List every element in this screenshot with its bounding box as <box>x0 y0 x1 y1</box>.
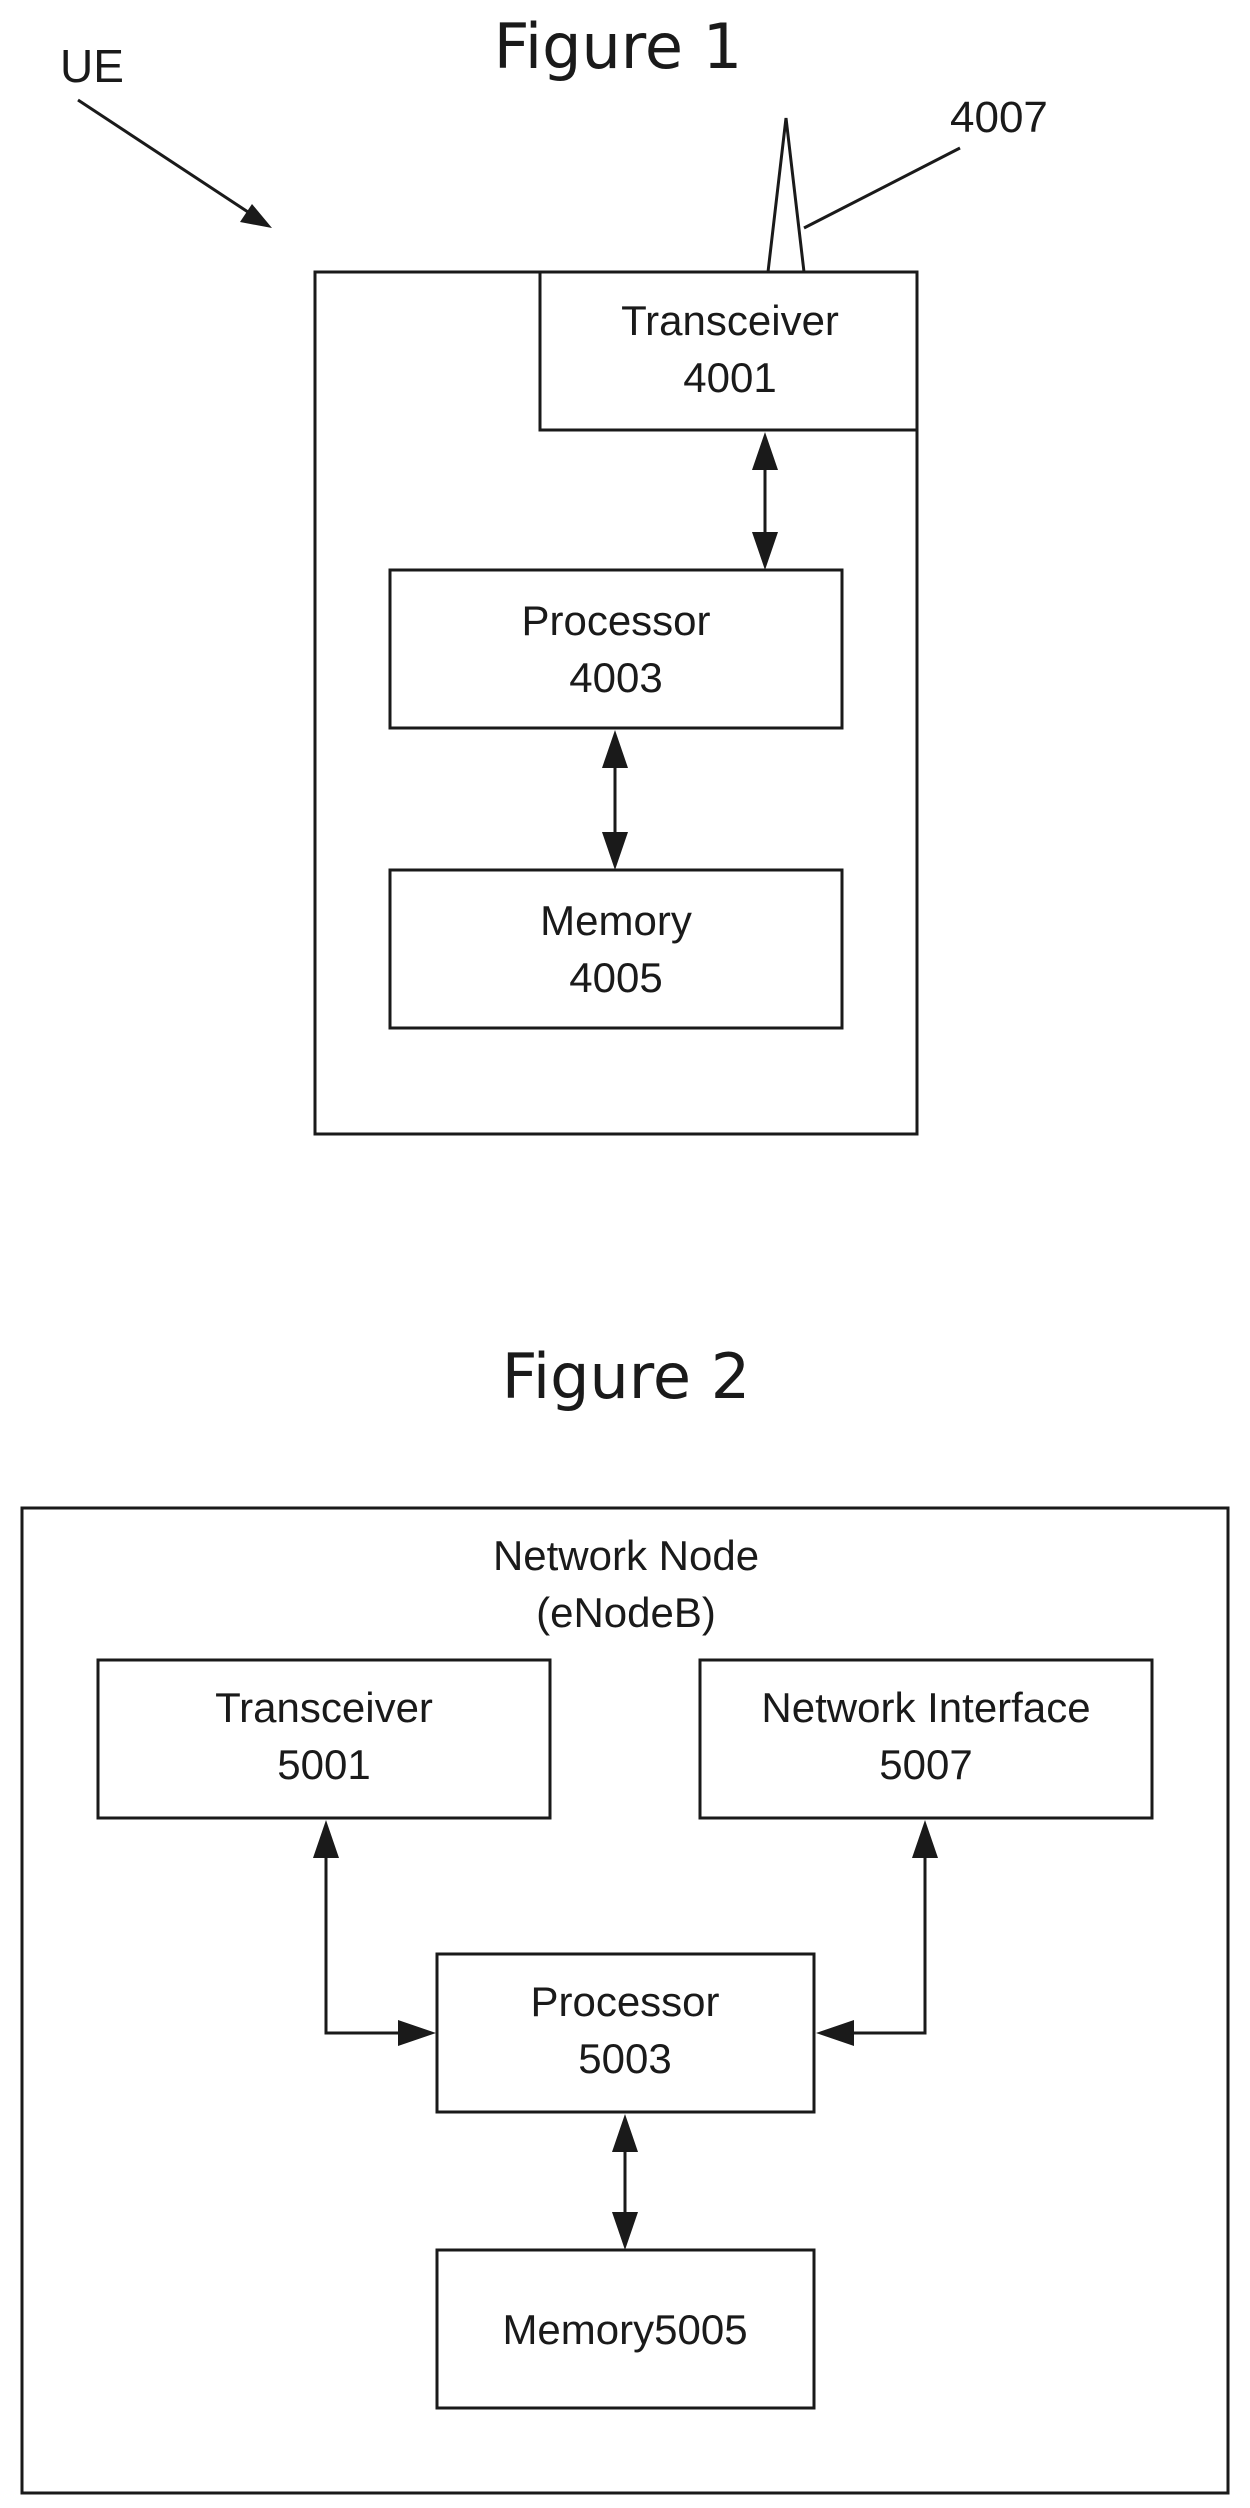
antenna-label: 4007 <box>950 93 1048 142</box>
processor-4003-box: Processor 4003 <box>390 570 842 728</box>
figure-2-title: Figure 2 <box>502 1340 750 1413</box>
memory-4005-name: Memory <box>540 897 692 944</box>
transceiver-4001-box: Transceiver 4001 <box>540 272 917 430</box>
processor-5003-box: Processor 5003 <box>437 1954 814 2112</box>
ue-pointer-arrow <box>78 100 272 228</box>
figure-1: Figure 1 UE 4007 Transceiver 4001 <box>60 10 1048 1134</box>
transceiver-5001-number: 5001 <box>277 1741 370 1788</box>
transceiver-4001-number: 4001 <box>683 354 776 401</box>
antenna-leader-line <box>804 148 960 228</box>
processor-5003-name: Processor <box>530 1978 719 2025</box>
figure-2: Figure 2 Network Node (eNodeB) Transceiv… <box>22 1340 1228 2493</box>
memory-4005-box: Memory 4005 <box>390 870 842 1028</box>
network-node-subtitle: (eNodeB) <box>536 1589 716 1636</box>
transceiver-4001-name: Transceiver <box>621 297 839 344</box>
processor-4003-number: 4003 <box>569 654 662 701</box>
processor-5003-number: 5003 <box>578 2035 671 2082</box>
ue-label: UE <box>60 40 124 92</box>
network-interface-5007-box: Network Interface 5007 <box>700 1660 1152 1818</box>
figure-1-title: Figure 1 <box>494 10 742 83</box>
network-interface-5007-number: 5007 <box>879 1741 972 1788</box>
transceiver-5001-name: Transceiver <box>215 1684 433 1731</box>
antenna-icon <box>768 118 804 272</box>
memory-4005-number: 4005 <box>569 954 662 1001</box>
processor-4003-name: Processor <box>521 597 710 644</box>
transceiver-5001-box: Transceiver 5001 <box>98 1660 550 1818</box>
network-node-name: Network Node <box>493 1532 759 1579</box>
memory-5005-box: Memory5005 <box>437 2250 814 2408</box>
network-interface-5007-name: Network Interface <box>761 1684 1090 1731</box>
memory-5005-name: Memory5005 <box>502 2306 747 2353</box>
